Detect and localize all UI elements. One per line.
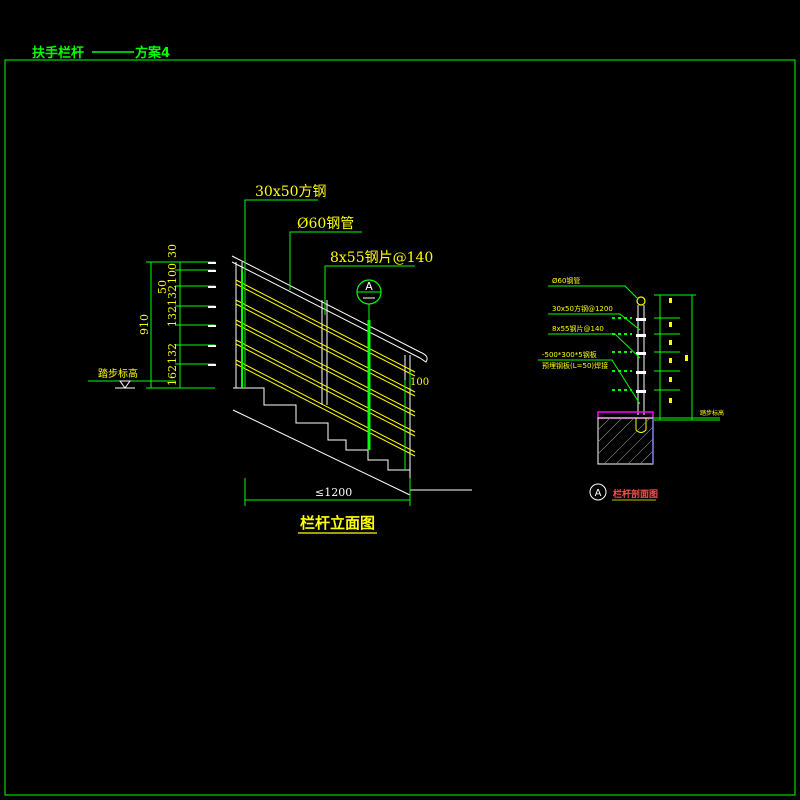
section-label-4-leader — [538, 359, 641, 405]
dim-50: 50 — [156, 280, 169, 294]
section-label-4: -500*300*5钢板 — [542, 350, 597, 359]
dim-132a: 132 — [166, 285, 179, 306]
dim-30: 30 — [166, 244, 179, 258]
dim-132b: 132 — [166, 306, 179, 327]
header-title-left: 扶手栏杆 — [32, 45, 84, 61]
step-level-marker: 踏步标高 — [88, 367, 175, 389]
section-handrail — [636, 296, 646, 306]
section-anchor — [635, 418, 647, 433]
section-title: 栏杆剖面图 — [613, 488, 658, 500]
callout-round-tube-leader — [289, 231, 362, 290]
callout-flat-bar-leader — [324, 265, 415, 315]
section-label-2-leader — [548, 313, 641, 331]
section-concrete-block — [597, 417, 654, 465]
stair-soffit-line — [232, 409, 411, 496]
section-label-3: 8x55钢片@140 — [552, 324, 604, 333]
dim-bottom: ≤1200 — [315, 486, 352, 499]
dim-910: 910 — [138, 314, 151, 335]
bottom-dimension: ≤1200 — [244, 478, 411, 506]
section-bar-ticks — [636, 318, 646, 393]
dim-132c: 132 — [166, 343, 179, 364]
header-title-right: 方案4 — [135, 45, 170, 61]
handrail-top — [231, 255, 421, 353]
section-marker-label: A — [365, 280, 373, 293]
callout-square-tube: 30x50方钢 — [255, 184, 327, 200]
dim-162: 162 — [166, 365, 179, 386]
handrail-end-curl — [419, 351, 428, 363]
handrail-bottom — [231, 261, 421, 359]
elevation-title: 栏杆立面图 — [300, 514, 375, 532]
flat-bars — [235, 279, 416, 457]
step-level-label: 踏步标高 — [98, 367, 138, 380]
section-base-plate — [597, 411, 654, 419]
section-label-2: 30x50方钢@1200 — [552, 304, 613, 313]
callout-flat-bar: 8x55钢片@140 — [330, 250, 433, 266]
section-label-3-leader — [548, 333, 641, 359]
dim-100: 100 — [166, 263, 179, 284]
section-label-1: Ø60钢管 — [552, 276, 580, 285]
stair-profile — [233, 387, 430, 491]
callout-round-tube: Ø60钢管 — [297, 216, 354, 232]
section-title-marker — [589, 483, 607, 501]
section-label-5: 预埋钢板(L=50)焊接 — [542, 361, 608, 370]
section-title-marker-label: A — [595, 488, 602, 499]
callout-square-tube-leader — [244, 199, 318, 388]
section-hatch — [597, 417, 654, 465]
section-center-marks — [612, 317, 632, 391]
dim-right-100: 100 — [410, 377, 429, 388]
section-drawing: Ø60钢管 30x50方钢@1200 8x55钢片@140 -500*300*5… — [538, 276, 724, 501]
drawing-frame — [4, 59, 796, 796]
elevation-drawing: 30x50方钢 Ø60钢管 8x55钢片@140 A — [88, 184, 472, 534]
left-dimension-chain: 30 50 100 132 132 132 162 910 — [138, 244, 216, 389]
section-floor-label: 踏步标高 — [700, 409, 724, 417]
section-marker: A — [356, 279, 382, 320]
section-label-1-leader — [548, 285, 639, 300]
